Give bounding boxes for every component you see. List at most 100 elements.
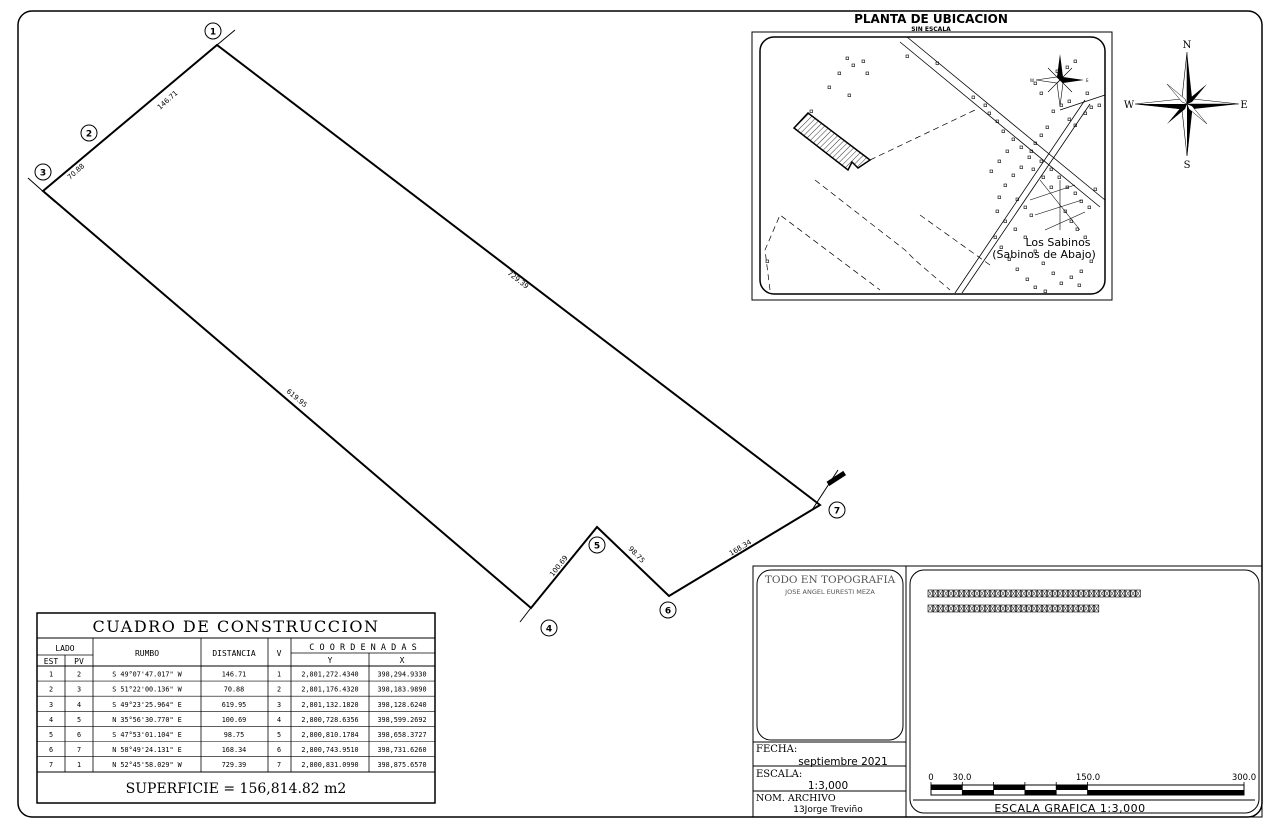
station-6-label: 6 <box>665 607 671 617</box>
vertex-tick <box>519 599 538 623</box>
table-cell-est: 1 <box>49 671 53 679</box>
company-name: TODO EN TOPOGRAFIA <box>765 574 896 586</box>
table-cell-est: 6 <box>49 746 53 754</box>
table-cell-y: 2,800,810.1784 <box>301 731 358 739</box>
table-cell-est: 2 <box>49 686 53 694</box>
header-coordenadas: C O O R D E N A D A S <box>309 643 416 653</box>
escala-label: ESCALA: <box>756 769 802 780</box>
table-cell-distancia: 70.88 <box>224 686 244 694</box>
side-label-5: 98.75 <box>627 545 647 565</box>
unreadable-text-lines <box>927 589 1141 613</box>
table-cell-pv: 3 <box>77 686 81 694</box>
table-cell-x: 398,294.9330 <box>377 671 426 679</box>
table-cell-v: 6 <box>277 746 281 754</box>
parcel-polygon: 146.71 70.88 619.95 100.69 98.75 168.34 … <box>27 22 847 637</box>
table-cell-x: 398,599.2692 <box>377 716 426 724</box>
table-title: CUADRO DE CONSTRUCCION <box>93 617 380 636</box>
station-marker-1: 1 <box>204 22 222 40</box>
table-cell-y: 2,800,728.6356 <box>301 716 358 724</box>
table-cell-rumbo: S 47°53'01.104" E <box>112 731 182 739</box>
table-cell-v: 4 <box>277 716 281 724</box>
fecha-value: septiembre 2021 <box>798 756 888 768</box>
map-compass-e: E <box>1086 78 1089 83</box>
compass-e: E <box>1240 100 1247 111</box>
map-frame-outer <box>751 31 1113 301</box>
construction-table: CUADRO DE CONSTRUCCION LADO EST PV RUMBO… <box>36 612 436 804</box>
scale-tick-0: 0 <box>928 773 933 783</box>
scale-tick-150: 150.0 <box>1076 773 1100 783</box>
map-road <box>1059 94 1106 111</box>
table-cell-est: 3 <box>49 701 53 709</box>
table-cell-y: 2,800,831.0990 <box>301 761 358 769</box>
table-cell-distancia: 729.39 <box>222 761 247 769</box>
title-block-frame <box>752 565 1263 818</box>
compass-s: S <box>1184 160 1191 171</box>
table-cell-pv: 2 <box>77 671 81 679</box>
scale-bar: 0 30.0 150.0 300.0 ESCALA GRAFICA 1:3,00… <box>913 773 1256 815</box>
table-cell-rumbo: S 49°07'47.017" W <box>112 671 182 679</box>
map-place-label-1: Los Sabinos <box>1025 236 1090 249</box>
table-cell-distancia: 100.69 <box>222 716 247 724</box>
table-cell-rumbo: N 58°49'24.131" E <box>112 746 182 754</box>
vertex-hatch <box>826 470 847 486</box>
table-body: 1 2 S 49°07'47.017" W 146.71 1 2,801,272.4340… <box>37 671 435 769</box>
table-cell-distancia: 98.75 <box>224 731 244 739</box>
map-title: PLANTA DE UBICACION <box>854 12 1008 26</box>
table-cell-x: 398,658.3727 <box>377 731 426 739</box>
station-4-label: 4 <box>546 625 552 635</box>
side-label-3: 619.95 <box>285 387 309 409</box>
map-dashed-line <box>764 214 881 291</box>
map-road <box>899 41 1101 208</box>
table-cell-pv: 7 <box>77 746 81 754</box>
table-cell-rumbo: S 51°22'00.136" W <box>112 686 182 694</box>
table-frame <box>36 612 436 804</box>
header-pv: PV <box>74 657 84 666</box>
scale-caption: ESCALA GRAFICA 1:3,000 <box>994 802 1145 815</box>
station-2-label: 2 <box>86 130 92 140</box>
vertex-tick <box>811 469 839 511</box>
header-est: EST <box>44 657 59 666</box>
map-dashed-line <box>814 179 951 291</box>
table-cell-v: 1 <box>277 671 281 679</box>
map-compass-icon: W E <box>1030 54 1089 107</box>
vertex-tick <box>204 29 236 56</box>
station-5-label: 5 <box>594 542 600 552</box>
table-cell-x: 398,875.6570 <box>377 761 426 769</box>
sheet-border <box>17 10 1263 818</box>
map-dashed-line <box>869 109 976 161</box>
table-cell-est: 5 <box>49 731 53 739</box>
table-cell-pv: 5 <box>77 716 81 724</box>
fecha-label: FECHA: <box>756 744 797 755</box>
table-cell-est: 7 <box>49 761 53 769</box>
table-cell-v: 2 <box>277 686 281 694</box>
station-marker-7: 7 <box>828 501 846 519</box>
table-cell-v: 5 <box>277 731 281 739</box>
station-marker-3: 3 <box>34 163 52 181</box>
map-road <box>954 99 1086 294</box>
map-compass-w: W <box>1030 78 1034 83</box>
station-3-label: 3 <box>40 169 46 179</box>
north-arrow-icon: N S W E <box>1124 40 1248 171</box>
table-cell-y: 2,801,272.4340 <box>301 671 358 679</box>
station-1-label: 1 <box>210 28 216 38</box>
map-subtitle: SIN ESCALA <box>911 26 951 33</box>
table-cell-distancia: 146.71 <box>222 671 247 679</box>
notes-panel <box>909 569 1260 814</box>
table-cell-pv: 1 <box>77 761 81 769</box>
vertex-tick <box>27 177 56 203</box>
compass-n: N <box>1183 40 1192 51</box>
table-cell-rumbo: N 52°45'58.029" W <box>112 761 182 769</box>
table-cell-distancia: 168.34 <box>222 746 247 754</box>
table-cell-pv: 4 <box>77 701 81 709</box>
surveyor-name: JOSE ANGEL EURESTI MEZA <box>784 588 875 596</box>
parcel-boundary <box>41 43 822 610</box>
scale-tick-300: 300.0 <box>1232 773 1256 783</box>
archivo-label: NOM. ARCHIVO <box>756 793 836 804</box>
station-marker-6: 6 <box>659 601 677 619</box>
table-cell-v: 7 <box>277 761 281 769</box>
map-road <box>961 103 1091 294</box>
location-map: PLANTA DE UBICACION SIN ESCALA <box>751 12 1113 301</box>
table-cell-rumbo: S 49°23'25.964" E <box>112 701 182 709</box>
header-y: Y <box>328 656 333 665</box>
